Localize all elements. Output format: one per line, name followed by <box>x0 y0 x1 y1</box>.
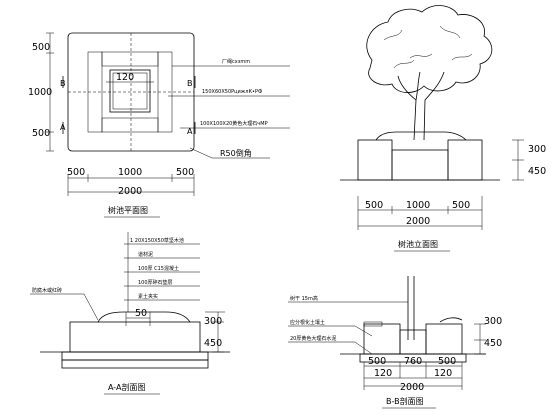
plan-dim-left-mid: 1000 <box>28 87 52 98</box>
section-b-cap-left <box>363 321 383 327</box>
elevation-view: 300 450 500 1000 500 2000 树池立面图 <box>340 5 546 252</box>
section-a-note-4: 100厚碎石垫层 <box>138 279 173 286</box>
elevation-pit-left <box>357 139 393 181</box>
plan-section-mark-b-right: B <box>187 79 193 88</box>
elevation-title: 树池立面图 <box>398 239 438 249</box>
plan-title: 树池平面图 <box>108 205 148 215</box>
section-b-dim-120-left: 120 <box>374 368 392 379</box>
section-b-dim-300: 300 <box>484 316 502 327</box>
tree-crown <box>366 5 493 93</box>
section-a-note-2: 道材泥 <box>138 251 153 258</box>
plan-note-2: 150X60X50РцижлК•РФ <box>202 89 263 95</box>
plan-dim-total: 2000 <box>118 186 142 197</box>
section-a-note-3: 100厚 C15混凝土 <box>138 265 179 272</box>
plan-dim-inner: 120 <box>116 72 134 83</box>
plan-note-1: 厂绳ֹсхзmm <box>222 58 250 65</box>
section-a-dim-top: 50 <box>135 308 147 319</box>
plan-fillet-note: R50倒角 <box>220 148 252 158</box>
elevation-dim-right-450: 450 <box>528 166 546 177</box>
section-b-dim-120-right: 120 <box>434 368 452 379</box>
section-a-note-1: 1 20X150X50草坚木池 <box>130 237 184 244</box>
elevation-pit-right <box>447 139 483 181</box>
section-a-title: A-A剖面图 <box>108 382 145 392</box>
section-b-dim-450: 450 <box>484 338 502 349</box>
elevation-dim-total: 2000 <box>406 216 430 227</box>
elevation-dim-bottom-left: 500 <box>365 200 383 211</box>
section-a-brick-wall <box>69 321 201 353</box>
plan-planting-opening <box>109 69 151 113</box>
elevation-pit-front <box>391 149 449 181</box>
section-a-dim-300: 300 <box>204 316 222 327</box>
plan-section-mark-a-right: A <box>187 127 193 136</box>
plan-dim-left-top: 500 <box>32 42 50 53</box>
section-a-concrete <box>61 351 209 361</box>
section-a-gravel <box>61 359 209 369</box>
plan-planting-soil <box>112 72 148 110</box>
section-b-view: 树干 15m高 应分根化土壤土 20厚黄色大理石水泥 300 450 500 7… <box>288 276 502 409</box>
elevation-dim-bottom-right: 500 <box>452 200 470 211</box>
section-b-dim-total: 2000 <box>400 382 424 393</box>
section-b-note-2: 应分根化土壤土 <box>290 319 325 326</box>
plan-dim-bottom-left: 500 <box>67 167 85 178</box>
elevation-dim-bottom-mid: 1000 <box>406 200 430 211</box>
plan-dim-bottom-right: 500 <box>176 167 194 178</box>
section-a-dim-450: 450 <box>204 338 222 349</box>
section-a-cap <box>97 311 191 323</box>
section-b-left-wall <box>363 323 401 355</box>
tree-trunk <box>397 71 445 141</box>
section-a-left-note: 防腐木或红砖 <box>32 287 62 294</box>
section-b-dim-bottom-left: 500 <box>368 356 386 367</box>
section-a-view: 1 20X150X50草坚木池 道材泥 100厚 C15混凝土 100厚碎石垫层… <box>30 232 230 395</box>
section-b-trunk <box>407 276 415 340</box>
plan-paving-band-bottom <box>101 117 159 133</box>
plan-paving-band-top <box>101 51 159 67</box>
plan-dim-bottom-mid: 1000 <box>118 167 142 178</box>
section-b-note-3: 20厚黄色大理石水泥 <box>290 335 336 342</box>
section-b-title: B-B剖面图 <box>386 396 424 406</box>
section-b-dim-bottom-mid: 760 <box>404 356 422 367</box>
plan-view: 500 1000 500 120 B B A A 厂绳ֹсхзmm 150X60… <box>28 32 290 218</box>
elevation-dim-right-300: 300 <box>528 144 546 155</box>
section-b-soil <box>399 329 427 355</box>
section-b-note-1: 树干 15m高 <box>290 295 318 302</box>
section-a-note-5: 素土夹实 <box>138 293 158 300</box>
section-b-dim-bottom-right: 500 <box>438 356 456 367</box>
plan-note-3: 100X100X20黄色大理石чMP <box>200 120 268 127</box>
plan-dim-left-bottom: 500 <box>32 128 50 139</box>
section-b-right-wall <box>425 323 463 355</box>
